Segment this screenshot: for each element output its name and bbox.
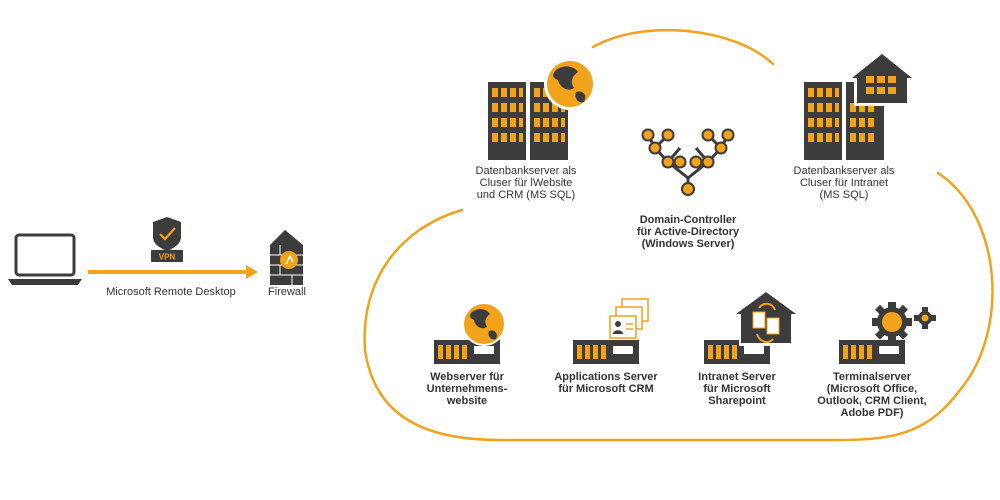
application-server-label: Applications Server für Microsoft CRM: [554, 371, 658, 395]
laptop-icon: [8, 233, 82, 285]
remote-desktop-arrow: [88, 265, 258, 279]
terminal-server-gears-icon: [839, 302, 936, 364]
intranet-server-sharepoint-icon: [704, 289, 803, 364]
db-cluster-website-crm-label: Datenbankserver als Cluser für lWebsite …: [475, 165, 577, 201]
application-server-users-icon: [573, 298, 649, 364]
vpn-badge-text: VPN: [159, 253, 176, 262]
webserver-label: Webserver für Unternehmens- website: [426, 371, 508, 407]
terminal-server-label: Terminalserver (Microsoft Office, Outloo…: [817, 371, 927, 419]
domain-controller-label: Domain-Controller für Active-Directory (…: [636, 214, 740, 250]
db-cluster-intranet-label: Datenbankserver als Cluser für Intranet …: [793, 165, 895, 201]
vpn-shield-icon: VPN: [151, 217, 183, 262]
active-directory-tree-icon: [641, 128, 735, 196]
database-cluster-house-icon: [804, 51, 918, 160]
remote-desktop-label: Microsoft Remote Desktop: [106, 286, 236, 298]
intranet-server-label: Intranet Server für Microsoft Sharepoint: [698, 371, 776, 407]
firewall-label: Firewall: [268, 286, 306, 298]
firewall-icon: [270, 230, 303, 285]
database-cluster-globe-icon: [488, 58, 596, 160]
cloud-outline: [363, 28, 994, 442]
webserver-globe-icon: [434, 302, 506, 364]
